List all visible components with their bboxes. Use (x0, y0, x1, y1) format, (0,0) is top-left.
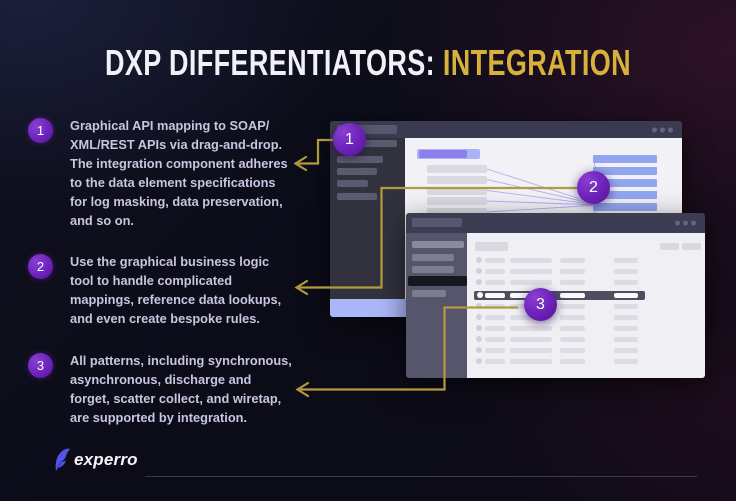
screen-badge-1: 1 (333, 123, 366, 156)
arrowhead-2-icon (294, 279, 309, 296)
item-3-number-badge: 3 (28, 353, 53, 378)
table-row (467, 314, 705, 320)
browser-window-list (406, 213, 705, 378)
brand-logo: experro (52, 447, 138, 473)
connector-1 (298, 138, 333, 165)
window-2-content (467, 233, 705, 378)
table-row (467, 325, 705, 331)
title-main: DXP DIFFERENTIATORS: (104, 42, 443, 83)
table-row (467, 268, 705, 274)
sidebar-selected-item (408, 276, 467, 286)
brand-name: experro (74, 450, 138, 469)
table-row (467, 347, 705, 353)
window-controls-icon (675, 220, 696, 226)
window-2-titlebar (406, 213, 705, 233)
footer-divider (145, 476, 697, 477)
table-row-highlighted (474, 290, 645, 300)
table-row (467, 257, 705, 263)
item-1-number-badge: 1 (28, 118, 53, 143)
content-header-placeholder (417, 149, 480, 159)
title-accent: INTEGRATION (442, 42, 632, 83)
footer: experro (0, 441, 736, 501)
window-2-title-placeholder (412, 218, 462, 227)
table-row (467, 336, 705, 342)
arrowhead-3-icon (295, 381, 310, 398)
list-item-2: 2 Use the graphical business logic tool … (28, 252, 298, 328)
table-row (467, 358, 705, 364)
window-1-sidebar (330, 138, 405, 299)
window-2-sidebar (406, 233, 467, 378)
list-item-3: 3 All patterns, including synchronous, a… (28, 351, 298, 427)
item-2-text: Use the graphical business logic tool to… (70, 254, 282, 326)
item-2-number-badge: 2 (28, 254, 53, 279)
window-1-titlebar (330, 121, 682, 138)
table-row (467, 303, 705, 309)
experro-bird-icon (55, 448, 70, 471)
page-title: DXP DIFFERENTIATORS: INTEGRATION (92, 42, 644, 84)
screen-badge-3: 3 (524, 288, 557, 321)
list-item-1: 1 Graphical API mapping to SOAP/ XML/RES… (28, 116, 298, 230)
window-1-title-placeholder (337, 125, 397, 134)
screen-badge-2: 2 (577, 171, 610, 204)
window-controls-icon (652, 127, 673, 132)
item-3-text: All patterns, including synchronous, asy… (70, 353, 292, 425)
table-row (467, 279, 705, 285)
item-1-text: Graphical API mapping to SOAP/ XML/REST … (70, 118, 288, 228)
